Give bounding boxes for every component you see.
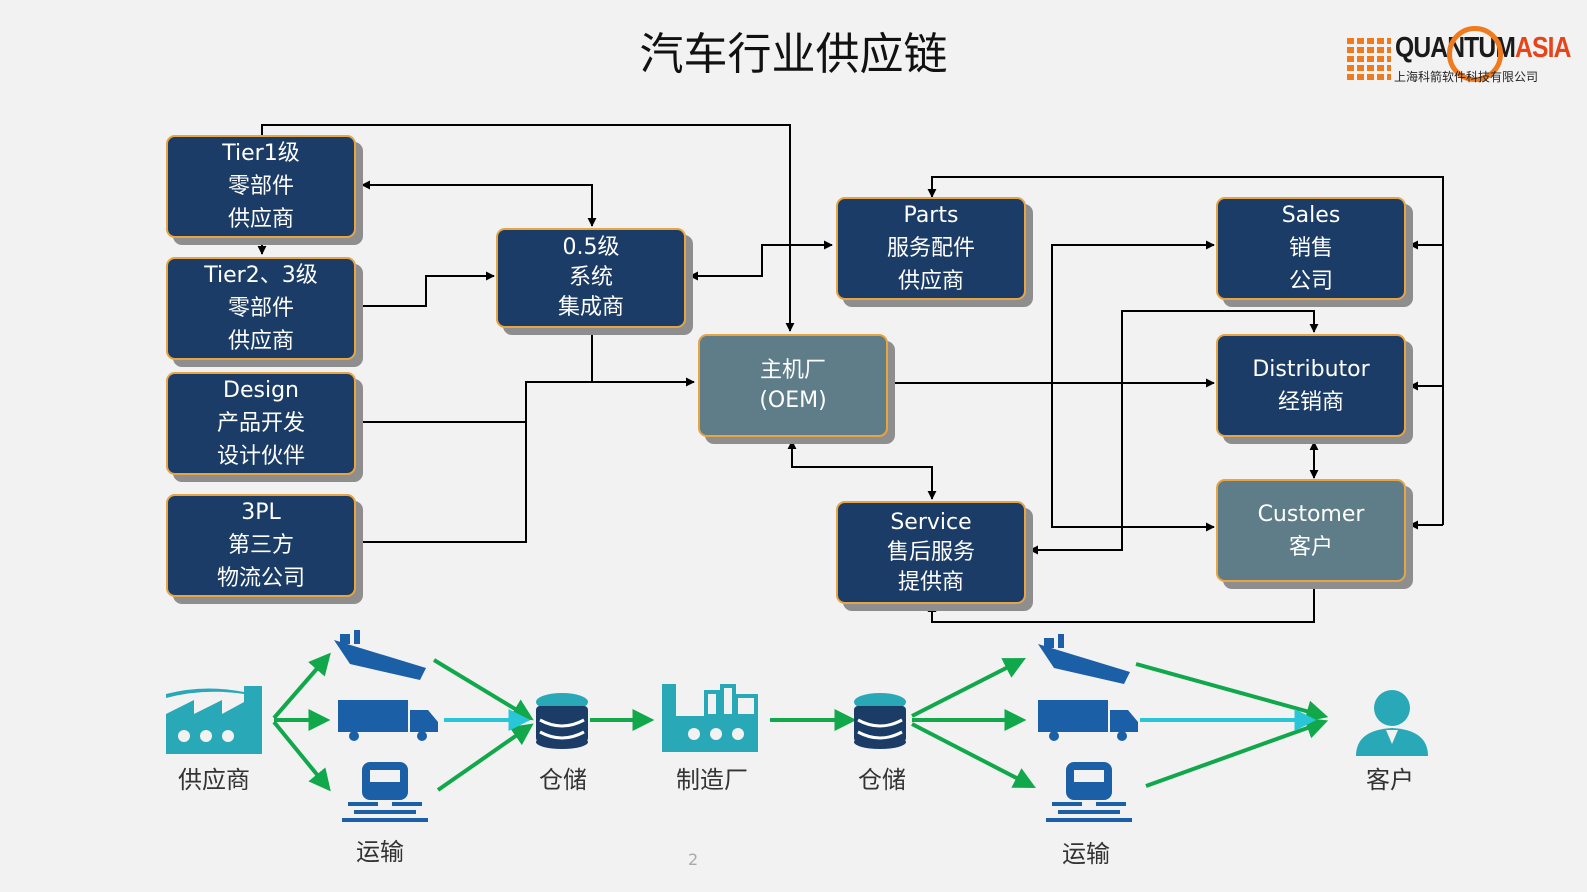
box-tier1-line-1: Tier1级 bbox=[222, 141, 300, 166]
box-sales-line-1: Sales bbox=[1281, 203, 1341, 228]
flow-arrow-ship-customer bbox=[1135, 662, 1329, 722]
flow-arrow-train-warehouse bbox=[436, 723, 534, 792]
box-tier23-supplier: Tier2、3级 零部件 供应商 bbox=[166, 257, 356, 360]
page-title: 汽车行业供应链 bbox=[639, 29, 948, 80]
box-sales-line-2: 销售 bbox=[1288, 236, 1333, 261]
edge-design-oem bbox=[362, 377, 695, 423]
train-icon-1 bbox=[342, 762, 428, 822]
box-tier23-line-3: 供应商 bbox=[227, 329, 294, 354]
edge-tier23-integrator bbox=[362, 271, 495, 307]
box-parts-line-1: Parts bbox=[903, 203, 959, 228]
box-distributor-line-1: Distributor bbox=[1252, 356, 1370, 382]
box-design-partner: Design 产品开发 设计伙伴 bbox=[166, 372, 356, 475]
box-customer-line-1: Customer bbox=[1257, 501, 1365, 527]
box-integrator-line-2: 系统 bbox=[568, 265, 613, 290]
edge-tier1-oem bbox=[261, 124, 795, 332]
company-logo: QUANTUMASIA 上海科箭软件科技有限公司 bbox=[1347, 26, 1571, 96]
box-oem-line-2: (OEM) bbox=[759, 387, 827, 413]
warehouse-database-icon-1 bbox=[536, 693, 588, 749]
edge-oem-service bbox=[787, 440, 937, 500]
page-number: 2 bbox=[688, 850, 699, 869]
box-service-line-2: 售后服务 bbox=[886, 539, 975, 565]
box-parts-line-2: 服务配件 bbox=[886, 236, 975, 261]
flow-label-customer: 客户 bbox=[1366, 766, 1414, 794]
box-customer: Customer 客户 bbox=[1216, 479, 1406, 582]
box-design-line-3: 设计伙伴 bbox=[216, 444, 305, 469]
truck-icon-1 bbox=[338, 700, 438, 741]
flow-label-transport-2: 运输 bbox=[1062, 840, 1110, 868]
supplier-factory-icon bbox=[166, 686, 262, 754]
logo-ring-icon bbox=[1447, 26, 1503, 82]
edge-distributor-service bbox=[1029, 310, 1319, 555]
edge-tpl-oem bbox=[362, 420, 527, 543]
edge-customer-service bbox=[927, 585, 1315, 623]
train-icon-2 bbox=[1046, 762, 1132, 822]
flow-label-supplier: 供应商 bbox=[178, 766, 250, 794]
box-sales-line-3: 公司 bbox=[1288, 269, 1333, 294]
box-distributor: Distributor 经销商 bbox=[1216, 334, 1406, 437]
edge-sales-customer bbox=[1051, 240, 1215, 532]
box-tier23-line-1: Tier2、3级 bbox=[204, 263, 318, 288]
box-tier23-line-2: 零部件 bbox=[227, 296, 294, 321]
box-tier1-supplier: Tier1级 零部件 供应商 bbox=[166, 135, 356, 238]
box-service-line-3: 提供商 bbox=[897, 569, 964, 595]
ship-icon-2 bbox=[1038, 634, 1130, 684]
box-integrator-line-1: 0.5级 bbox=[562, 235, 620, 260]
flow-label-transport-1: 运输 bbox=[356, 838, 404, 866]
box-parts-line-3: 供应商 bbox=[897, 269, 964, 294]
box-sales-company: Sales 销售 公司 bbox=[1216, 197, 1406, 300]
box-system-integrator: 0.5级 系统 集成商 bbox=[496, 228, 686, 328]
box-oem: 主机厂 (OEM) bbox=[698, 334, 888, 437]
logo-subtitle: 上海科箭软件科技有限公司 bbox=[1394, 70, 1539, 84]
logo-name-accent: ASIA bbox=[1515, 32, 1571, 64]
box-tier1-line-3: 供应商 bbox=[227, 207, 294, 232]
box-parts-supplier: Parts 服务配件 供应商 bbox=[836, 197, 1026, 300]
truck-icon-2 bbox=[1038, 700, 1138, 741]
flow-label-factory: 制造厂 bbox=[676, 766, 748, 794]
box-service-line-1: Service bbox=[890, 509, 972, 535]
box-3pl: 3PL 第三方 物流公司 bbox=[166, 494, 356, 597]
logo-grid-icon bbox=[1347, 36, 1391, 80]
warehouse-database-icon-2 bbox=[854, 693, 906, 749]
flow-label-warehouse-1: 仓储 bbox=[539, 766, 587, 794]
box-design-line-1: Design bbox=[223, 378, 299, 403]
manufacturing-plant-icon bbox=[662, 684, 758, 752]
flow-arrow-supplier-ship bbox=[272, 652, 331, 720]
flow-arrow-ship-warehouse bbox=[432, 658, 534, 721]
box-3pl-line-2: 第三方 bbox=[227, 533, 294, 558]
box-service-provider: Service 售后服务 提供商 bbox=[836, 501, 1026, 604]
box-customer-line-2: 客户 bbox=[1288, 534, 1333, 560]
box-distributor-line-2: 经销商 bbox=[1277, 389, 1344, 415]
flow-arrow-warehouse-train bbox=[911, 722, 1036, 789]
box-integrator-line-3: 集成商 bbox=[557, 295, 624, 320]
edge-integrator-tier1 bbox=[361, 180, 597, 227]
flow-arrow-train-customer bbox=[1145, 717, 1329, 788]
edge-integrator-parts bbox=[689, 240, 833, 281]
box-oem-line-1: 主机厂 bbox=[759, 357, 826, 383]
ship-icon-1 bbox=[334, 630, 426, 680]
box-3pl-line-1: 3PL bbox=[241, 500, 281, 525]
flow-arrow-supplier-train bbox=[272, 720, 331, 792]
flow-label-warehouse-2: 仓储 bbox=[858, 766, 906, 794]
box-tier1-line-2: 零部件 bbox=[227, 174, 294, 199]
customer-person-icon bbox=[1356, 690, 1428, 756]
flow-arrow-warehouse-ship bbox=[911, 658, 1026, 718]
box-design-line-2: 产品开发 bbox=[216, 411, 305, 436]
box-3pl-line-3: 物流公司 bbox=[216, 566, 305, 591]
